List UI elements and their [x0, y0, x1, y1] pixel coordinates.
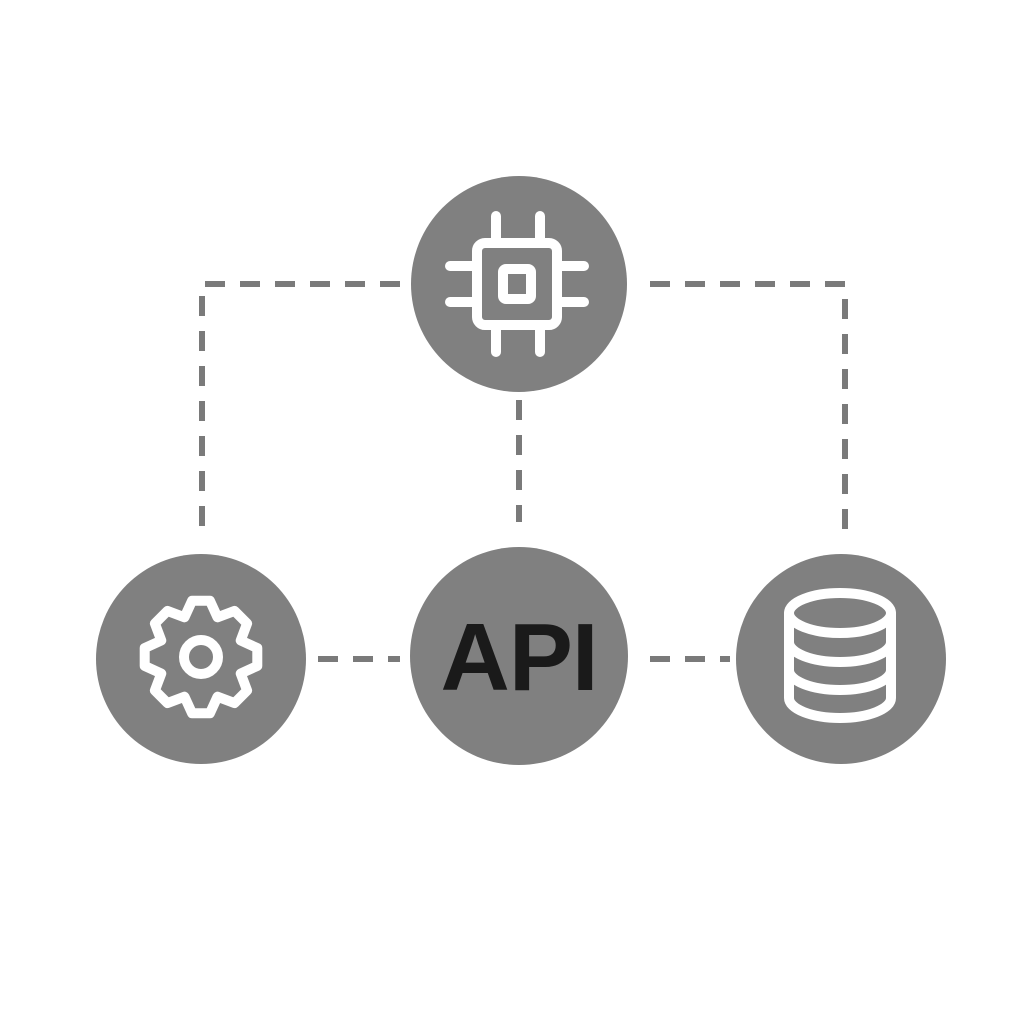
node-database	[736, 554, 946, 764]
node-settings-circle	[96, 554, 306, 764]
node-cpu-circle	[411, 176, 627, 392]
database-icon	[784, 588, 896, 723]
api-label: API	[440, 604, 597, 711]
node-cpu	[411, 176, 627, 392]
connector-top-to-left	[199, 281, 400, 540]
connector-top-to-right	[650, 281, 848, 540]
gear-icon	[139, 595, 263, 719]
node-settings	[96, 554, 306, 764]
cpu-chip-icon	[445, 211, 589, 357]
node-api-circle	[410, 547, 628, 765]
node-api: API	[410, 547, 628, 765]
connectors	[199, 281, 848, 662]
